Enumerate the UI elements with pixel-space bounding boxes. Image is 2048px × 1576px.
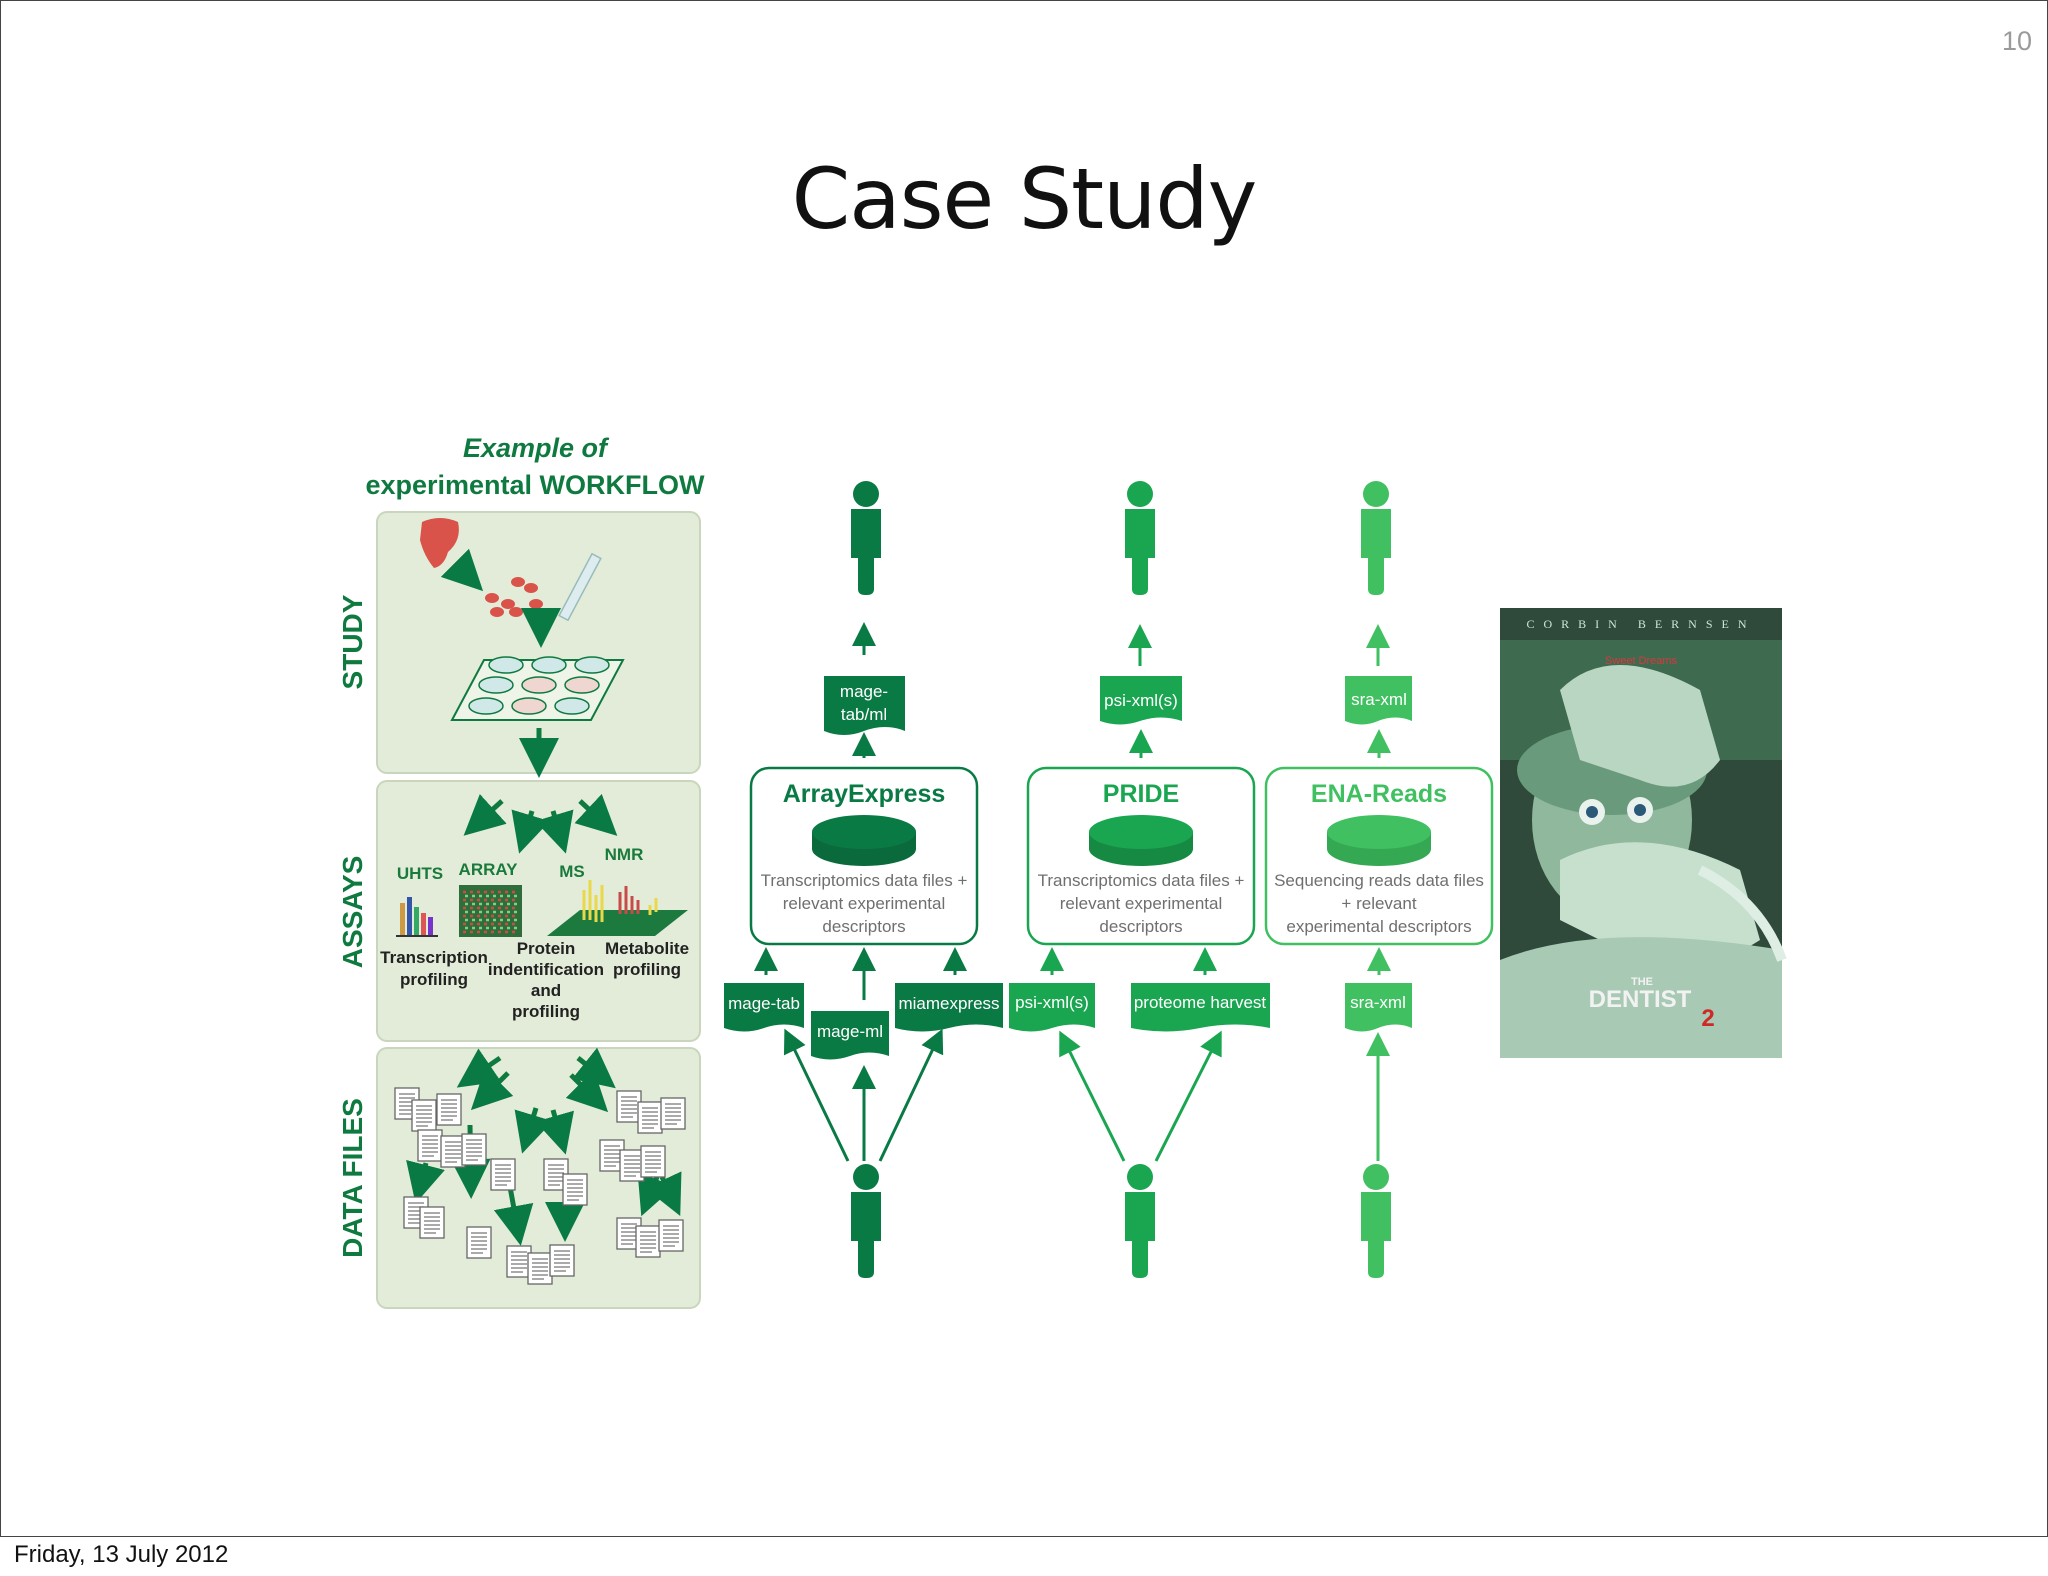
- assay-type-protein-2: indentification: [488, 960, 604, 979]
- bar-chart-icon: [396, 897, 438, 937]
- output-format-tag: [1100, 676, 1182, 725]
- repository-description: Transcriptomics data files +: [761, 871, 968, 890]
- assay-arrows: [463, 793, 618, 854]
- arrow-icons: [783, 1028, 944, 1162]
- output-format-label: psi-xml(s): [1104, 691, 1178, 710]
- assay-type-transcription-1: Transcription: [380, 948, 488, 967]
- assay-type-protein-1: Protein: [517, 939, 576, 958]
- poster-title: DENTIST: [1589, 986, 1692, 1013]
- repository-description: relevant experimental: [783, 894, 946, 913]
- submitter-person-icon: [1125, 1164, 1155, 1278]
- stage-assays: ASSAYS: [337, 856, 368, 969]
- spectra-icon: [547, 880, 688, 936]
- database-icon: [1089, 815, 1193, 866]
- stage-study: STUDY: [337, 594, 368, 689]
- footer-date: Friday, 13 July 2012: [14, 1541, 229, 1568]
- submitter-person-icon: [1125, 481, 1155, 595]
- arrow-icons: [1059, 1030, 1222, 1162]
- repository-name: PRIDE: [1103, 780, 1179, 808]
- repository-description: relevant experimental: [1060, 894, 1223, 913]
- assay-label-array: ARRAY: [459, 860, 519, 879]
- slide-title: Case Study: [791, 150, 1258, 248]
- cells-icon: [485, 577, 543, 617]
- arrow-icons: [1040, 947, 1217, 975]
- poster-actor-name: CORBIN BERNSEN: [1526, 617, 1755, 631]
- assay-type-metabolite-1: Metabolite: [605, 939, 689, 958]
- repository-description: descriptors: [822, 917, 905, 936]
- assay-type-protein-4: profiling: [512, 1002, 580, 1021]
- repository-name: ArrayExpress: [783, 780, 946, 808]
- poster-number: 2: [1701, 1005, 1714, 1032]
- culture-plate-icon: [450, 656, 625, 721]
- repository-description: Transcriptomics data files +: [1038, 871, 1245, 890]
- repository-description: Sequencing reads data files: [1274, 871, 1484, 890]
- output-format-tag: [1345, 676, 1412, 725]
- input-format-tag: [811, 1011, 889, 1060]
- submitter-person-icon: [1361, 481, 1391, 595]
- submitter-person-icon: [851, 481, 881, 595]
- poster-tagline: Sweet Dreams: [1605, 655, 1678, 667]
- input-format-label: sra-xml: [1350, 993, 1406, 1012]
- microarray-icon: [459, 885, 522, 937]
- workflow-heading-1: Example of: [463, 433, 610, 463]
- stage-data-files: DATA FILES: [337, 1098, 368, 1258]
- input-format-tag: [1345, 983, 1412, 1032]
- movie-poster-image: CORBIN BERNSEN Sweet Dreams THE DENTIST …: [1500, 608, 1787, 1058]
- assay-label-nmr: NMR: [605, 845, 644, 864]
- assay-type-transcription-2: profiling: [400, 970, 468, 989]
- input-format-label: proteome harvest: [1134, 993, 1267, 1012]
- submitter-person-icon: [851, 1164, 881, 1278]
- assays-panel: [376, 780, 701, 1042]
- poster-title-small: THE: [1631, 976, 1653, 988]
- assay-type-protein-3: and: [531, 981, 561, 1000]
- assay-label-uhts: UHTS: [397, 864, 443, 883]
- repository-description: experimental descriptors: [1286, 917, 1471, 936]
- submitter-person-icon: [1361, 1164, 1391, 1278]
- arrow-icons: [754, 947, 967, 1000]
- repository-name: ENA-Reads: [1311, 780, 1447, 808]
- database-icon: [812, 815, 916, 866]
- input-format-label: mage-ml: [817, 1022, 883, 1041]
- arrow-icon: [440, 548, 484, 592]
- liver-icon: [420, 518, 459, 568]
- workflow-heading-2: experimental WORKFLOW: [365, 470, 705, 500]
- database-icon: [1327, 815, 1431, 866]
- input-format-tag: [1009, 983, 1095, 1032]
- output-format-label: mage-: [840, 682, 888, 701]
- output-format-label: tab/ml: [841, 705, 887, 724]
- input-format-label: psi-xml(s): [1015, 993, 1089, 1012]
- repository-description: descriptors: [1099, 917, 1182, 936]
- input-format-tag: [1131, 983, 1270, 1032]
- pipette-icon: [558, 552, 602, 622]
- input-format-label: miamexpress: [898, 994, 999, 1013]
- assay-label-ms: MS: [559, 862, 585, 881]
- input-format-label: mage-tab: [728, 994, 800, 1013]
- page-number: 10: [2001, 26, 2032, 56]
- input-format-tag: [724, 983, 804, 1032]
- output-format-label: sra-xml: [1351, 690, 1407, 709]
- input-format-tag: [895, 983, 1003, 1032]
- output-format-tag: [824, 676, 905, 735]
- repository-description: + relevant: [1341, 894, 1416, 913]
- assay-type-metabolite-2: profiling: [613, 960, 681, 979]
